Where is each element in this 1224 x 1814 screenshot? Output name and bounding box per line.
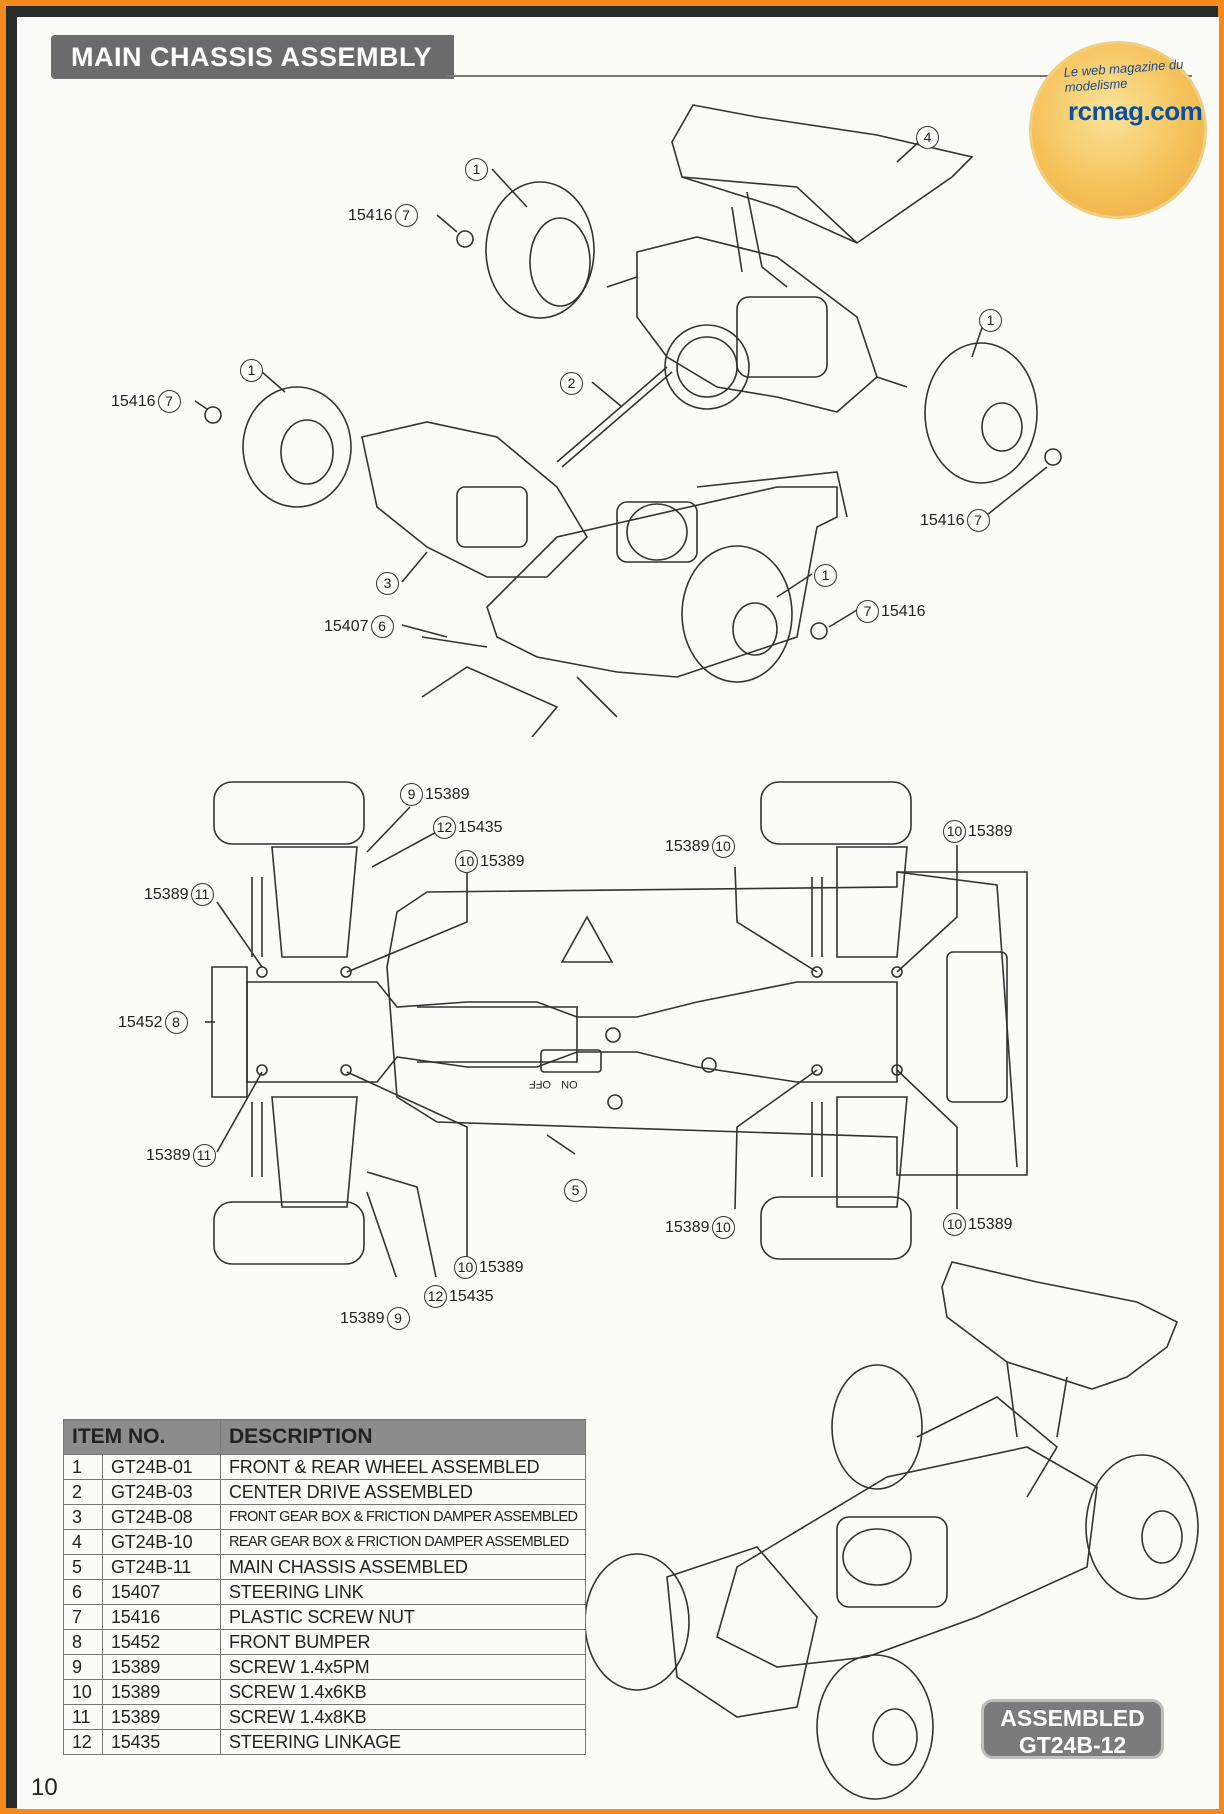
row-code: GT24B-03	[102, 1479, 221, 1505]
badge-line-2: GT24B-12	[1018, 1732, 1127, 1758]
row-number: 11	[63, 1704, 103, 1730]
row-code: GT24B-08	[102, 1504, 221, 1530]
callout-center-drive: 2	[560, 372, 583, 395]
callout-wheel-front-left: 1	[240, 359, 263, 382]
row-code: 15435	[102, 1729, 221, 1755]
row-number: 1	[63, 1454, 103, 1480]
row-number: 12	[63, 1729, 103, 1755]
row-description: REAR GEAR BOX & FRICTION DAMPER ASSEMBLE…	[219, 1529, 587, 1555]
callout-wheel-front-right: 1	[814, 564, 837, 587]
row-number: 2	[63, 1479, 103, 1505]
callout-rear-wing: 4	[916, 126, 939, 149]
row-code: GT24B-01	[102, 1454, 221, 1480]
callout-main-chassis: 5	[564, 1179, 587, 1202]
manual-page: MAIN CHASSIS ASSEMBLY Le web magazine du…	[17, 17, 1219, 1809]
row-number: 10	[63, 1679, 103, 1705]
parts-table-header: ITEM NO. DESCRIPTION	[63, 1419, 587, 1455]
row-code: 15389	[102, 1704, 221, 1730]
row-description: SCREW 1.4x5PM	[219, 1654, 587, 1680]
rcmag-logo: Le web magazine du modelisme rcmag.com	[1029, 41, 1207, 219]
badge-line-1: ASSEMBLED	[1000, 1705, 1145, 1731]
row-number: 9	[63, 1654, 103, 1680]
row-number: 8	[63, 1629, 103, 1655]
header-rule	[447, 75, 1192, 77]
row-number: 4	[63, 1529, 103, 1555]
row-code: 15416	[102, 1604, 221, 1630]
page-number: 10	[31, 1774, 58, 1801]
row-number: 5	[63, 1554, 103, 1580]
row-description: PLASTIC SCREW NUT	[219, 1604, 587, 1630]
row-description: SCREW 1.4x6KB	[219, 1679, 587, 1705]
row-description: STEERING LINK	[219, 1579, 587, 1605]
row-description: FRONT & REAR WHEEL ASSEMBLED	[219, 1454, 587, 1480]
assembled-badge: ASSEMBLED GT24B-12	[981, 1699, 1164, 1759]
row-code: GT24B-11	[102, 1554, 221, 1580]
top-view-chassis-diagram	[205, 781, 1028, 1277]
row-number: 6	[63, 1579, 103, 1605]
row-description: FRONT BUMPER	[219, 1629, 587, 1655]
row-description: SCREW 1.4x8KB	[219, 1704, 587, 1730]
exploded-chassis-diagram	[194, 104, 1062, 737]
row-code: 15407	[102, 1579, 221, 1605]
row-code: 15389	[102, 1654, 221, 1680]
row-description: CENTER DRIVE ASSEMBLED	[219, 1479, 587, 1505]
row-number: 3	[63, 1504, 103, 1530]
header-item-no: ITEM NO.	[63, 1419, 221, 1455]
row-description: STEERING LINKAGE	[219, 1729, 587, 1755]
row-description: MAIN CHASSIS ASSEMBLED	[219, 1554, 587, 1580]
logo-name: rcmag.com	[1068, 96, 1203, 126]
row-code: 15389	[102, 1679, 221, 1705]
row-number: 7	[63, 1604, 103, 1630]
callout-wheel-rear-right: 1	[979, 309, 1002, 332]
row-code: 15452	[102, 1629, 221, 1655]
section-title: MAIN CHASSIS ASSEMBLY	[51, 35, 455, 79]
page-frame: MAIN CHASSIS ASSEMBLY Le web magazine du…	[6, 6, 1219, 1809]
callout-front-gearbox: 3	[376, 572, 399, 595]
callout-wheel-rear-left: 1	[465, 158, 488, 181]
row-description: FRONT GEAR BOX & FRICTION DAMPER ASSEMBL…	[219, 1504, 587, 1530]
header-description: DESCRIPTION	[219, 1419, 587, 1455]
row-code: GT24B-10	[102, 1529, 221, 1555]
